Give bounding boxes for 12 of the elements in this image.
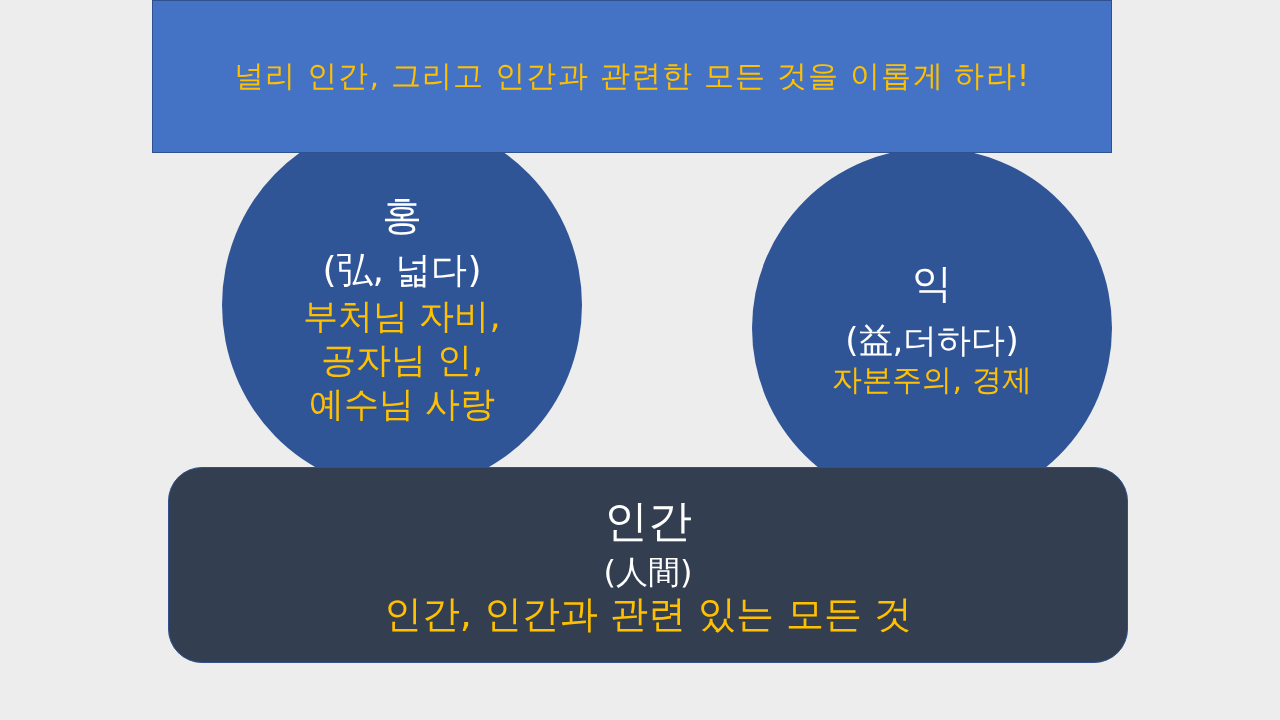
description-text: 인간, 인간과 관련 있는 모든 것 (383, 591, 913, 637)
description-text: 자본주의, 경제 (832, 361, 1032, 399)
heading-text: 홍 (382, 191, 422, 240)
heading-text: 익 (912, 259, 952, 308)
subtitle-text: (人間) (603, 552, 693, 592)
heading-text: 인간 (604, 494, 692, 548)
rounded-panel (168, 467, 1128, 663)
title-banner (152, 0, 1112, 153)
description-text: 부처님 자비, 공자님 인, 예수님 사랑 (302, 295, 502, 426)
subtitle-text: (弘, 넓다) (322, 248, 482, 292)
subtitle-text: (益,더하다) (845, 319, 1019, 362)
slogan-text: 널리 인간, 그리고 인간과 관련한 모든 것을 이롭게 하라! (233, 57, 1031, 95)
